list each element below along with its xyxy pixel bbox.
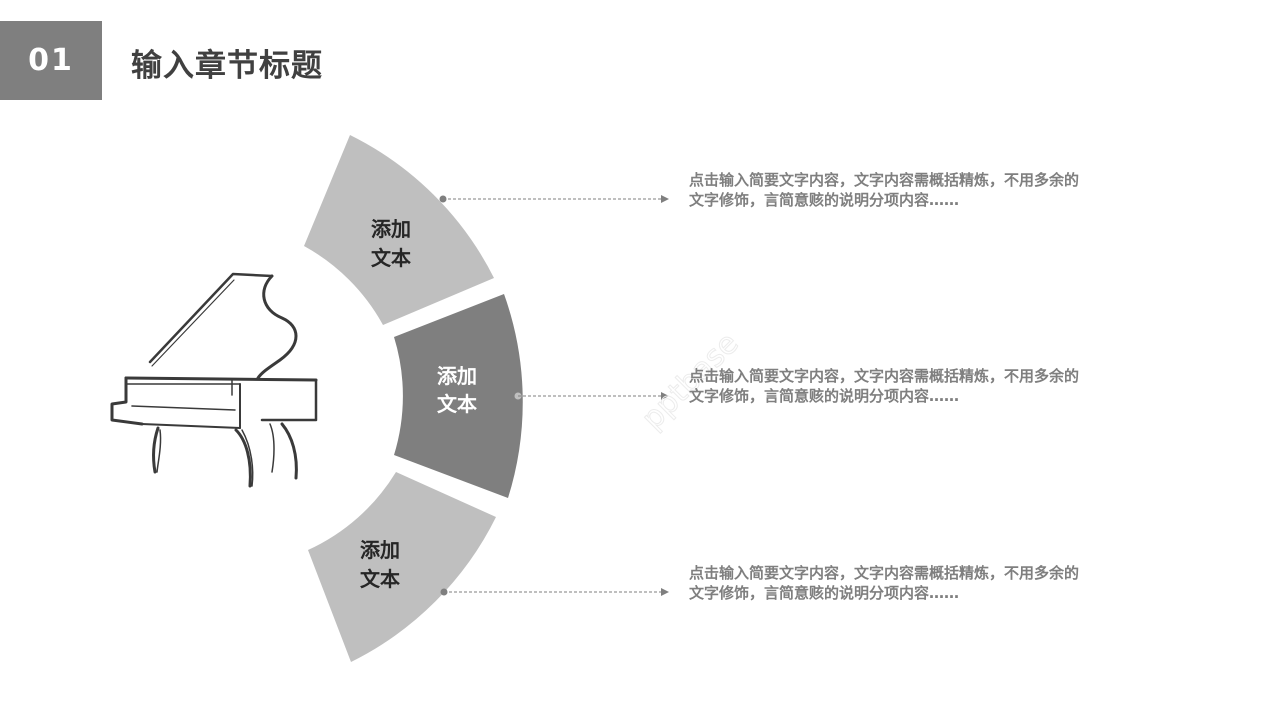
description-block-2: 点击输入简要文字内容，文字内容需概括精炼，不用多余的 文字修饰，言简意赅的说明分… [689,366,1189,406]
segment-top-label-line2: 文本 [371,246,411,270]
description-2-line1: 点击输入简要文字内容，文字内容需概括精炼，不用多余的 [689,367,1080,385]
description-3-line1: 点击输入简要文字内容，文字内容需概括精炼，不用多余的 [689,564,1080,582]
page-title: 输入章节标题 [131,48,323,84]
segment-middle-label-line2: 文本 [437,392,477,416]
arc-segment-bottom[interactable] [308,472,496,662]
description-1-line2: 文字修饰，言简意赅的说明分项内容…… [689,191,960,209]
arc-segment-middle[interactable] [394,294,523,498]
grand-piano-icon [110,272,318,488]
segment-bottom-label-line2: 文本 [360,567,400,591]
segment-top-label-line1: 添加 [371,217,411,241]
description-block-1: 点击输入简要文字内容，文字内容需概括精炼，不用多余的 文字修饰，言简意赅的说明分… [689,170,1189,210]
segment-middle-label-line1: 添加 [437,364,477,388]
section-number: 01 [28,43,74,78]
description-block-3: 点击输入简要文字内容，文字内容需概括精炼，不用多余的 文字修饰，言简意赅的说明分… [689,563,1189,603]
description-1-line1: 点击输入简要文字内容，文字内容需概括精炼，不用多余的 [689,171,1080,189]
connector-middle [514,392,669,400]
connector-top [439,195,669,203]
section-number-badge: 01 [0,21,102,100]
connector-bottom [440,588,669,596]
segment-bottom-label-line1: 添加 [360,538,400,562]
arc-segment-top[interactable] [304,135,494,325]
description-3-line2: 文字修饰，言简意赅的说明分项内容…… [689,584,960,602]
description-2-line2: 文字修饰，言简意赅的说明分项内容…… [689,387,960,405]
